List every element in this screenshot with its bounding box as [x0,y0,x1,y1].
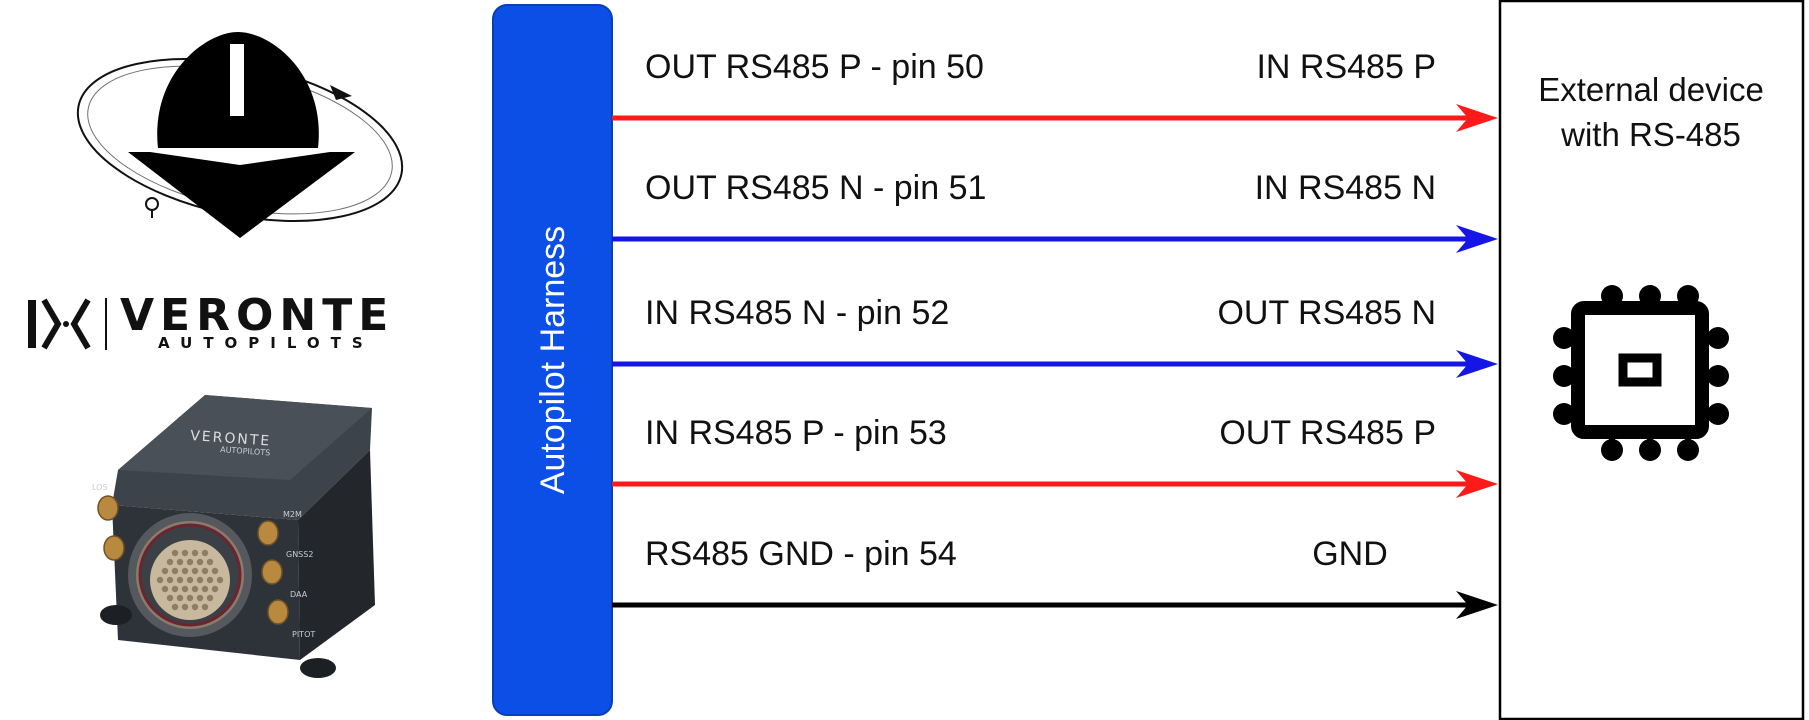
port-label-pitot: PITOT [292,630,315,639]
arrow-head-icon [1456,591,1498,619]
connection-row: IN RS485 P - pin 53 OUT RS485 P [612,414,1498,498]
device-tagline: AUTOPILOTS [220,445,271,457]
device-label-line1: External device [1538,71,1764,108]
veronte-symbol-icon [28,298,91,350]
circular-connector-icon [128,513,252,637]
microchip-icon [1553,285,1729,461]
device-pin-label: IN RS485 P [1256,48,1436,86]
connection-row: RS485 GND - pin 54 GND [612,535,1498,619]
device-label-line2: with RS-485 [1560,116,1741,153]
harness-pin-label: OUT RS485 P - pin 50 [645,48,984,86]
arrow-head-icon [1456,350,1498,378]
autopilot-harness: Autopilot Harness [492,4,613,716]
arrow-head-icon [1456,470,1498,498]
harness-pin-label: IN RS485 N - pin 52 [645,294,949,332]
device-brand: VERONTE [190,428,272,450]
autopilot-device-image: VERONTE AUTOPILOTS LOS M2M GNSS2 DAA PIT… [92,395,375,678]
port-label-gnss2: GNSS2 [286,550,313,559]
harness-pin-label: OUT RS485 N - pin 51 [645,169,986,207]
brand-tagline: AUTOPILOTS [158,334,374,352]
port-label-daa: DAA [290,590,308,599]
device-pin-label: OUT RS485 N [1217,294,1436,332]
veronte-logo [76,32,404,238]
connection-row: IN RS485 N - pin 52 OUT RS485 N [612,294,1498,378]
arrow-head-icon [1456,225,1498,253]
sma-connectors [97,495,289,625]
arrow-head-icon [1456,104,1498,132]
brand-name: VERONTE [120,290,394,341]
external-device: External device with RS-485 [1498,0,1805,720]
connection-row: OUT RS485 P - pin 50 IN RS485 P [612,48,1498,132]
port-label-m2m: M2M [283,510,302,519]
connection-row: OUT RS485 N - pin 51 IN RS485 N [612,169,1498,253]
device-pin-label: OUT RS485 P [1219,414,1436,452]
harness-label: Autopilot Harness [534,226,572,494]
location-pin-icon [145,197,159,218]
port-label-los: LOS [92,483,108,492]
harness-pin-label: IN RS485 P - pin 53 [645,414,947,452]
device-pin-label: IN RS485 N [1255,169,1436,207]
veronte-wordmark: VERONTE AUTOPILOTS [28,290,394,352]
device-pin-label: GND [1312,535,1388,573]
harness-pin-label: RS485 GND - pin 54 [645,535,957,573]
